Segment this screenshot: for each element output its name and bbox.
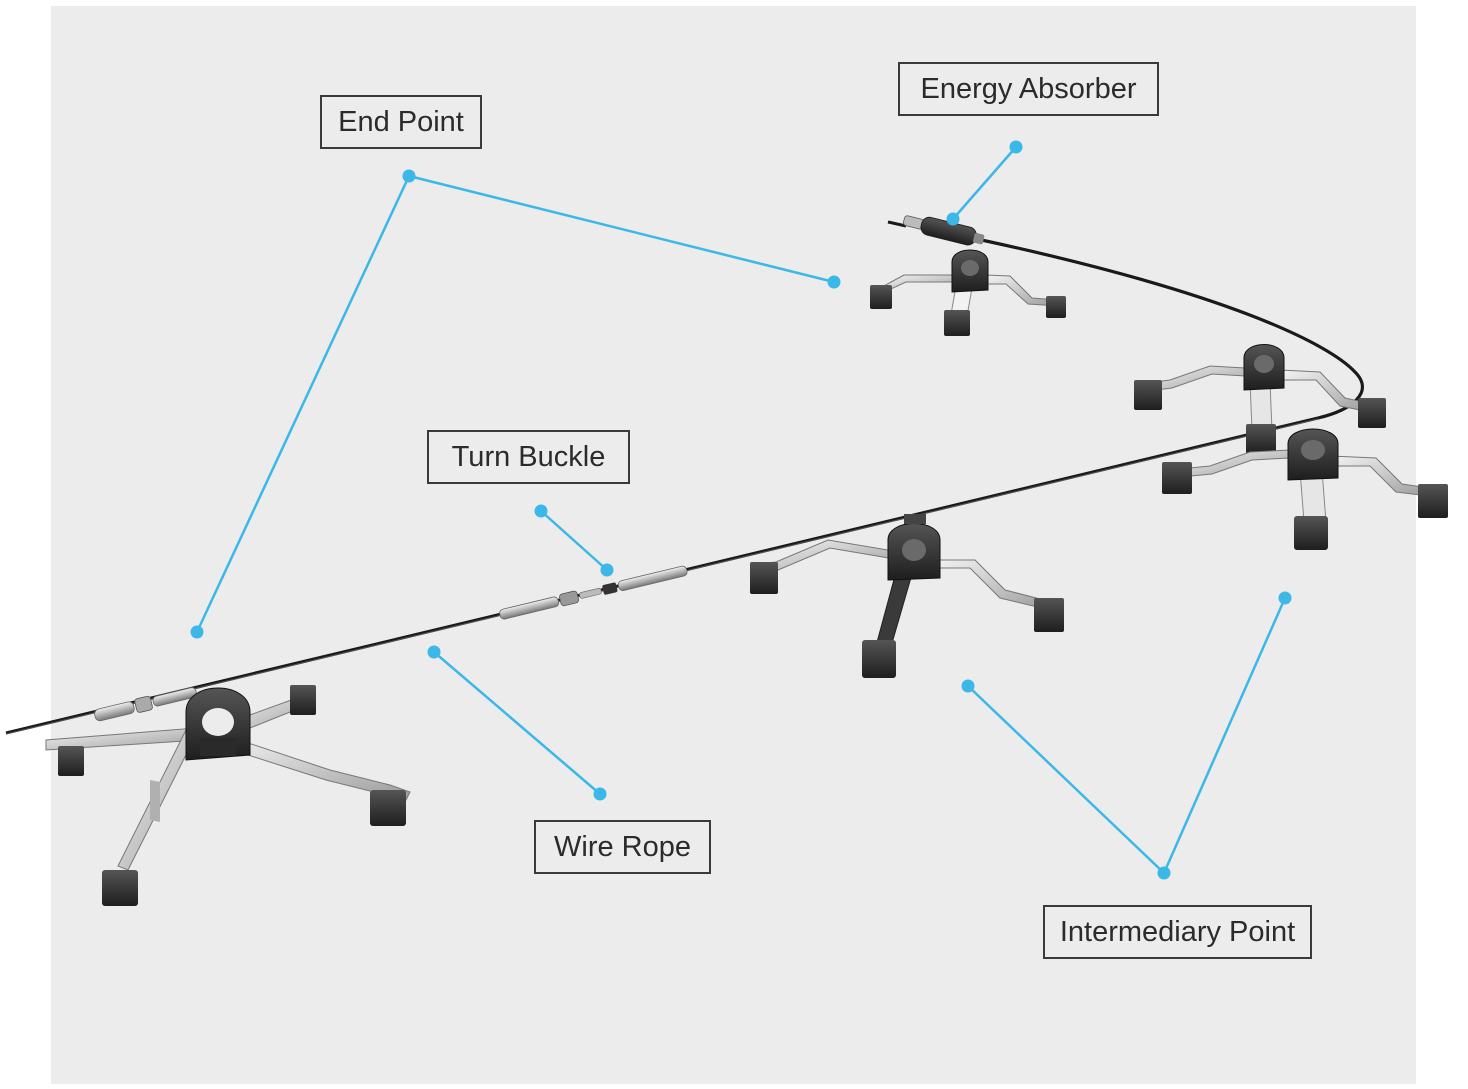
end-point-leader-left: [195, 175, 411, 633]
intermediary-support-middle: [750, 514, 1064, 678]
turn-buckle-dot-label: [534, 504, 548, 518]
callout-dots: [190, 140, 1292, 880]
callout-lines: [195, 146, 1287, 874]
end-point-dot-left: [190, 625, 204, 639]
end-point-support: [45, 685, 411, 906]
turn-buckle-leader: [540, 510, 608, 571]
intermediary-point-label: Intermediary Point: [1043, 905, 1312, 959]
top-support: [870, 249, 1066, 336]
turn-buckle-graphic: [499, 565, 688, 620]
right-upper-support: [1134, 344, 1386, 454]
background-panel: [51, 6, 1416, 1084]
energy-absorber-dot-target: [946, 212, 960, 226]
wire-rope-dot-label: [593, 787, 607, 801]
intermediary-dot-vertex: [1157, 866, 1171, 880]
end-point-dot-right: [827, 275, 841, 289]
wire-rope-leader: [433, 651, 601, 795]
turn-buckle-dot-target: [600, 563, 614, 577]
wire-rope-label: Wire Rope: [534, 820, 711, 874]
intermediary-dot-right: [1278, 591, 1292, 605]
end-point-label: End Point: [320, 95, 482, 149]
energy-absorber-leader: [952, 146, 1017, 220]
energy-absorber-label: Energy Absorber: [898, 62, 1159, 116]
end-point-dot-vertex: [402, 169, 416, 183]
intermediary-dot-left: [961, 679, 975, 693]
right-lower-support: [1162, 428, 1448, 550]
wire-rope-dot-target: [427, 645, 441, 659]
end-point-leader-right: [408, 174, 835, 284]
turn-buckle-label: Turn Buckle: [427, 430, 630, 484]
intermediary-leader-right: [1162, 597, 1287, 874]
intermediary-leader-left: [967, 685, 1165, 874]
energy-absorber-dot-label: [1009, 140, 1023, 154]
end-fitting-graphic: [94, 687, 197, 722]
